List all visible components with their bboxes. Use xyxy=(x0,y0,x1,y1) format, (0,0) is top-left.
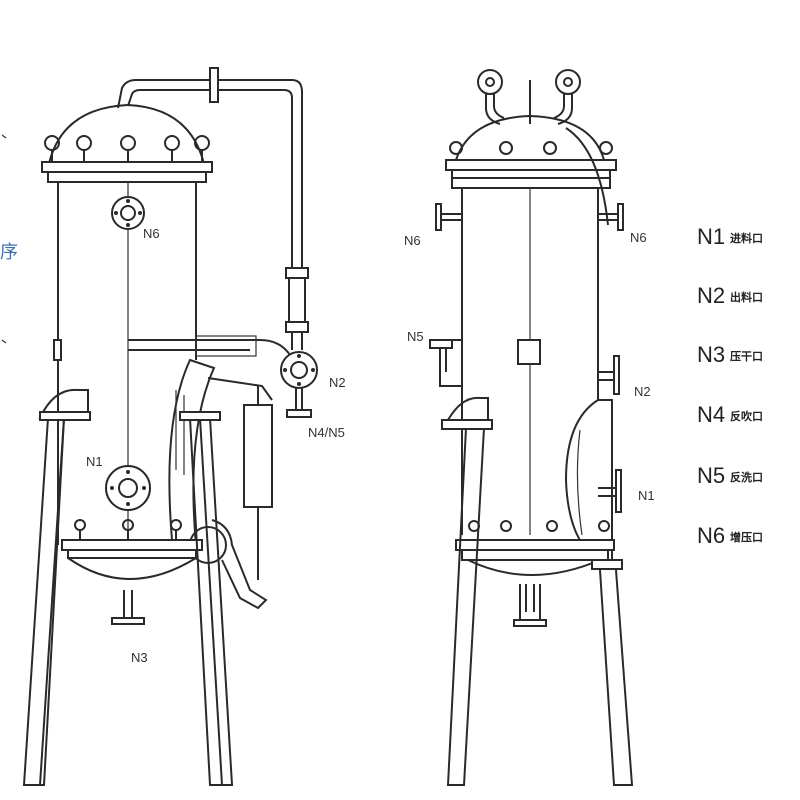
nozzle-n6-right xyxy=(598,203,624,231)
legend-desc: 增压口 xyxy=(730,530,763,544)
hinge-bracket xyxy=(211,519,268,610)
label-n6-right: N6 xyxy=(630,230,647,245)
leg-lug-right xyxy=(179,411,221,421)
bottom-flange xyxy=(61,539,203,551)
legend-desc: 进料口 xyxy=(730,231,763,245)
vent-nozzle-right xyxy=(553,69,581,125)
legend-item: N5 反洗口 xyxy=(697,463,763,488)
legend-code: N3 xyxy=(697,342,725,367)
legend-desc: 反洗口 xyxy=(730,470,763,484)
label-n6-left: N6 xyxy=(404,233,421,248)
nozzle-n6-flange xyxy=(111,196,145,230)
legend-item: N1 进料口 xyxy=(697,224,763,249)
bottom-bolts xyxy=(468,520,610,532)
legend-desc: 出料口 xyxy=(730,290,763,304)
nozzle-n1 xyxy=(598,469,622,513)
drain-valve xyxy=(519,584,541,620)
n4n5-flange xyxy=(286,409,312,418)
edge-mark xyxy=(1,339,7,344)
outlet-pipe-upper xyxy=(128,339,291,356)
left-view: N6 N2 N4/N5 N1 xyxy=(22,67,346,786)
top-flange xyxy=(445,159,617,171)
bottom-flange-lower xyxy=(67,549,197,559)
top-flange xyxy=(41,161,213,173)
top-dome xyxy=(455,114,605,161)
lid-hinge-arc xyxy=(565,127,609,226)
legend-item: N2 出料口 xyxy=(697,283,763,308)
nozzle-n2 xyxy=(598,355,620,395)
cropped-edge-glyph: 序 xyxy=(0,242,18,263)
legend-item: N3 压干口 xyxy=(697,342,763,367)
leg-lug-left xyxy=(38,388,89,419)
legend-code: N4 xyxy=(697,402,725,427)
eye-bolts xyxy=(449,141,613,155)
label-n1: N1 xyxy=(86,454,103,469)
bottom-flange xyxy=(455,539,615,551)
davit-arm xyxy=(207,377,273,401)
nozzle-n1-flange xyxy=(105,465,151,511)
legend-code: N1 xyxy=(697,224,725,249)
nozzle-n5 xyxy=(429,339,462,387)
label-n2: N2 xyxy=(634,384,651,399)
pipe-valve xyxy=(288,277,306,323)
legend-item: N6 增压口 xyxy=(697,523,763,548)
support-legs xyxy=(22,388,234,786)
swing-door xyxy=(564,399,613,561)
nozzle-legend: N1 进料口 N2 出料口 N3 压干口 N4 反吹口 N5 反洗口 N6 增压… xyxy=(697,224,763,548)
label-n1: N1 xyxy=(638,488,655,503)
leg-lug-right xyxy=(591,559,623,570)
pipe-flange-lower xyxy=(285,321,309,333)
vent-nozzle-left xyxy=(477,69,505,125)
nozzle-n2-flange xyxy=(280,351,318,389)
nameplate xyxy=(517,339,541,365)
top-flange-lower xyxy=(451,169,611,179)
pipe-flange-upper xyxy=(285,267,309,279)
legend-desc: 反吹口 xyxy=(730,409,763,423)
label-n5: N5 xyxy=(407,329,424,344)
bottom-head xyxy=(467,559,601,576)
bottom-head xyxy=(67,557,197,580)
legend-desc: 压干口 xyxy=(730,349,763,363)
right-view: N6 N6 N5 N2 N1 xyxy=(404,69,655,786)
edge-mark xyxy=(1,134,7,139)
legend-code: N5 xyxy=(697,463,725,488)
legend-item: N4 反吹口 xyxy=(697,402,763,427)
label-n2: N2 xyxy=(329,375,346,390)
leg-lug-left xyxy=(441,419,493,430)
hydraulic-cylinder xyxy=(243,404,273,508)
label-n6: N6 xyxy=(143,226,160,241)
legend-code: N2 xyxy=(697,283,725,308)
label-n3: N3 xyxy=(131,650,148,665)
eye-bolts xyxy=(44,135,210,163)
nozzle-n6-left xyxy=(435,203,462,231)
support-legs xyxy=(441,396,634,786)
sight-glass xyxy=(53,339,62,361)
legend-code: N6 xyxy=(697,523,725,548)
top-flange-ring xyxy=(451,177,611,189)
label-n4n5: N4/N5 xyxy=(308,425,345,440)
top-flange-lower xyxy=(47,171,207,183)
n3-flange xyxy=(111,617,145,625)
pipe-flange-top xyxy=(209,67,219,103)
bottom-bolts xyxy=(74,519,182,540)
outlet-bracket xyxy=(195,335,257,357)
bottom-flange-lower xyxy=(461,549,609,561)
